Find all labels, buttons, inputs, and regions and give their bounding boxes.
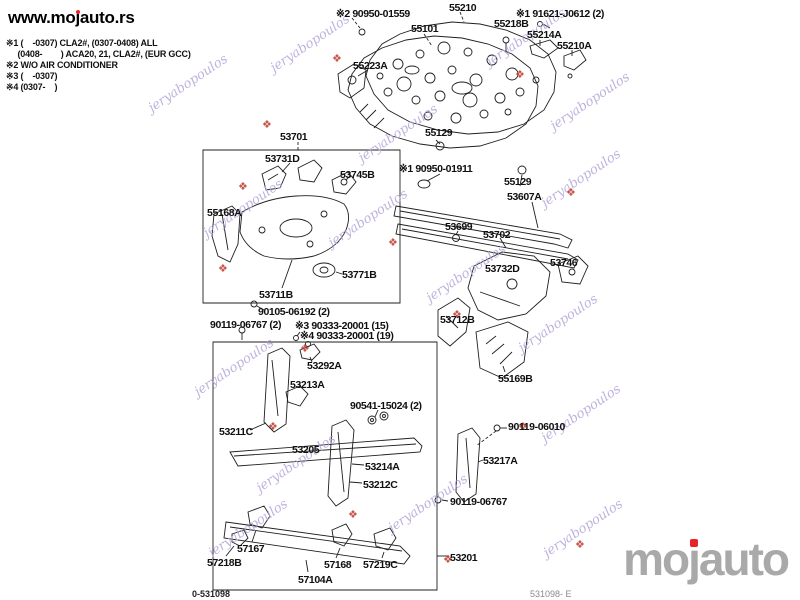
part-label: 55210A (557, 40, 592, 52)
part-label: 53711B (259, 289, 293, 301)
part-label: 55218B (494, 18, 529, 30)
part-label: ※1 91621-J0612 (2) (516, 8, 604, 20)
front-apron-assembly (438, 252, 588, 378)
side-support-and-bolts (435, 425, 507, 556)
part-label: 55169B (498, 373, 533, 385)
logo-red-dot-icon (690, 539, 699, 547)
part-label: 90541-15024 (2) (350, 400, 422, 412)
part-label: 55214A (527, 29, 562, 41)
part-label: 55168A (207, 207, 242, 219)
part-label: 53699 (445, 221, 473, 233)
site-url-prefix: www.mo (8, 8, 76, 27)
part-label: 90119-06767 (2) (210, 319, 282, 331)
part-label: 57219C (363, 559, 398, 571)
cowl-top-panel-box (203, 142, 400, 303)
red-dot-icon (76, 10, 81, 14)
part-label: 55101 (411, 23, 439, 35)
part-label: 53205 (292, 444, 320, 456)
part-label: 53217A (483, 455, 518, 467)
note-line: ※1 ( -0307) CLA2#, (0307-0408) ALL (6, 38, 158, 48)
part-label: 53702 (483, 229, 511, 241)
clip-55129-upper (436, 140, 444, 150)
part-label: ※3 90333-20001 (15) (295, 320, 389, 332)
part-label: 90105-06192 (2) (258, 306, 330, 318)
cowl-side-bracket-55223A (338, 64, 368, 98)
part-label: 55223A (353, 60, 388, 72)
part-label: 53712B (440, 314, 475, 326)
part-label: 53292A (307, 360, 342, 372)
doc-number-right: 531098- E (530, 589, 572, 599)
part-label: 53214A (365, 461, 400, 473)
part-label: 55129 (425, 127, 453, 139)
doc-number-left: 0-531098 (192, 589, 231, 599)
part-label: 57167 (237, 543, 265, 555)
part-label: 53201 (450, 552, 478, 564)
part-label: 53212C (363, 479, 398, 491)
logo-text-post: auto (698, 533, 790, 585)
note-line: ※4 (0307- ) (6, 82, 58, 92)
note-line: (0408- ) ACA20, 21, CLA2#, (EUR GCC) (6, 49, 191, 59)
part-label: 53607A (507, 191, 542, 203)
part-label: 55129 (504, 176, 532, 188)
note-line: ※2 W/O AIR CONDITIONER (6, 60, 118, 70)
part-label: 53732D (485, 263, 520, 275)
logo-text-pre: mo (623, 533, 690, 585)
part-label: 90119-06767 (450, 496, 507, 508)
logo-j: j (688, 533, 701, 585)
part-label: 53701 (280, 131, 308, 143)
part-label: 53746 (550, 257, 578, 269)
note-line: ※3 ( -0307) (6, 71, 58, 81)
part-label: 90119-06010 (508, 421, 565, 433)
site-url-suffix: auto.rs (79, 8, 135, 27)
site-url-j: j (75, 8, 81, 27)
part-label: 53731D (265, 153, 300, 165)
part-label: 53211C (219, 426, 253, 438)
part-label: ※1 90950-01911 (399, 163, 473, 175)
cowl-brackets-right (503, 37, 586, 78)
part-label: ※4 90333-20001 (19) (300, 330, 394, 342)
part-label: ※2 90950-01559 (336, 8, 410, 20)
part-label: 57168 (324, 559, 352, 571)
fasteners-under-cowl (239, 301, 311, 347)
cowl-brace-members (394, 166, 578, 268)
part-label: 55210 (449, 2, 477, 14)
dash-panel-assembly (348, 12, 556, 148)
part-label: 57104A (298, 574, 333, 586)
notes-block: ※1 ( -0307) CLA2#, (0307-0408) ALL (0408… (6, 38, 191, 93)
part-label: 53213A (290, 379, 325, 391)
part-label: 53771B (342, 269, 377, 281)
part-label: 53745B (340, 169, 375, 181)
part-label: 57218B (207, 557, 242, 569)
radiator-support-box (213, 342, 437, 590)
